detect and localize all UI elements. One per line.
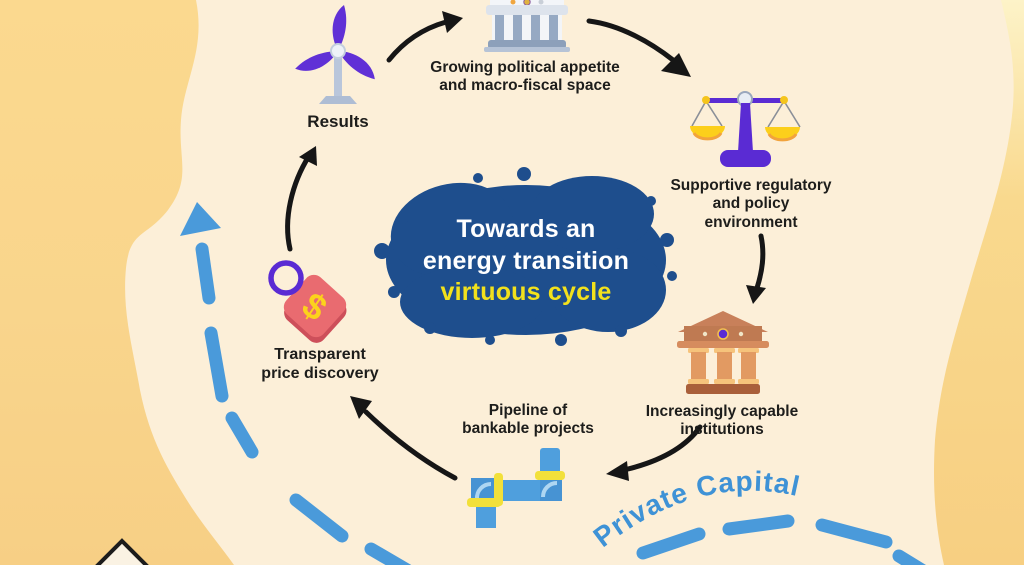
- pipeline-line1: Pipeline of: [488, 402, 568, 419]
- regulatory-line1: Supportive regulatory: [670, 177, 832, 194]
- dashed-arc-arrowhead: [180, 202, 221, 236]
- private-capital-dashed-arc: [180, 202, 927, 565]
- arrow-regulatory-to-institutions: [746, 233, 766, 304]
- wind-turbine-icon: [294, 5, 381, 104]
- results-label-text: Results: [307, 112, 369, 131]
- pipeline-icon: [467, 448, 565, 528]
- institutions-line1: Increasingly capable: [645, 403, 799, 420]
- political-appetite-line2: and macro-fiscal space: [439, 77, 611, 95]
- center-title-line3: virtuous cycle: [440, 278, 612, 306]
- capable-institutions-label: Increasingly capable institutions: [646, 403, 799, 440]
- arrow-price-to-results: [285, 146, 317, 252]
- arrow-results-to-political: [386, 11, 463, 63]
- justice-scales-icon: [690, 91, 801, 167]
- center-title: Towards an energy transition virtuous cy…: [423, 214, 629, 309]
- pipeline-line2: bankable projects: [462, 420, 594, 438]
- government-building-icon: [484, 0, 570, 52]
- regulatory-environment-label: Supportive regulatory and policy environ…: [670, 177, 831, 232]
- cycle-arrows: [285, 11, 766, 481]
- diamond-outline-decoration: [95, 538, 149, 565]
- arrow-political-to-regulatory: [586, 18, 691, 77]
- institutions-line2: institutions: [680, 421, 764, 439]
- price-tag-icon: $: [268, 260, 347, 343]
- price-discovery-label: Transparent price discovery: [261, 346, 378, 384]
- bankable-projects-label: Pipeline of bankable projects: [462, 402, 594, 439]
- arrow-institutions-to-pipeline: [606, 424, 703, 481]
- background-blob-left: [0, 0, 234, 565]
- background-blob-right: [934, 0, 1024, 565]
- center-title-line2: energy transition: [422, 246, 630, 275]
- political-appetite-label: Growing political appetite and macro-fis…: [430, 59, 619, 96]
- political-appetite-line1: Growing political appetite: [430, 59, 620, 76]
- center-splatter-blob: [374, 167, 677, 346]
- center-title-line1: Towards an: [456, 215, 596, 243]
- bank-building-icon: [677, 311, 769, 394]
- price-line1: Transparent: [274, 346, 366, 363]
- arrow-pipeline-to-price: [350, 396, 458, 481]
- results-label: Results: [307, 112, 368, 132]
- regulatory-line2: and policy: [712, 195, 790, 213]
- price-line2: price discovery: [261, 364, 379, 382]
- regulatory-line3: environment: [704, 213, 798, 231]
